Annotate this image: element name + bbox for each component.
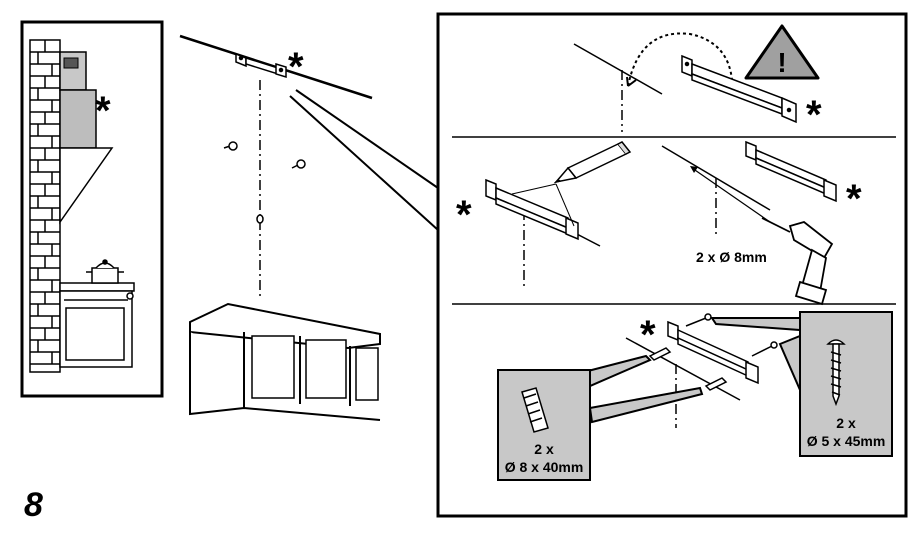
plug-size-label: Ø 8 x 40mm xyxy=(505,459,584,475)
screw-lower xyxy=(751,341,778,357)
wall-screw-right xyxy=(291,159,306,169)
zoom-line-upper xyxy=(295,89,439,189)
bracket-right xyxy=(745,140,837,203)
zoom-line-lower xyxy=(289,95,439,231)
plug-count-label: 2 x xyxy=(534,441,554,457)
wall-plug-lower xyxy=(704,377,728,391)
placement-arc xyxy=(627,32,733,87)
plug-callout: 2 x Ø 8 x 40mm xyxy=(497,354,704,481)
detail-panel: * ! * xyxy=(436,12,908,518)
wall-bracket xyxy=(235,52,287,79)
vent-grille xyxy=(63,57,79,69)
bracket-fix xyxy=(667,320,759,385)
step-number: 8 xyxy=(24,486,43,524)
brick-wall xyxy=(29,39,61,373)
wall-plug-icon xyxy=(521,387,549,433)
wall-cabinet xyxy=(189,302,381,421)
pencil-icon xyxy=(553,141,632,184)
bracket-left xyxy=(485,178,579,241)
bracket-right-asterisk: * xyxy=(846,177,862,221)
bracket-top xyxy=(681,54,797,124)
wall-screw-left xyxy=(223,141,238,151)
stove xyxy=(59,259,135,368)
wall-plug-upper xyxy=(648,347,672,361)
screw-size-label: Ø 5 x 45mm xyxy=(807,433,886,449)
overview-panel: * xyxy=(20,20,164,398)
warning-mark: ! xyxy=(777,47,786,78)
bracket-top-asterisk: * xyxy=(806,93,822,137)
warning-triangle-icon: ! xyxy=(744,24,820,80)
hood-canopy xyxy=(59,147,114,225)
wall-view: * xyxy=(179,34,439,421)
bracket-left-asterisk: * xyxy=(456,193,472,237)
screw-icon xyxy=(826,339,846,407)
section-mark-drill: * * xyxy=(456,140,862,306)
chimney-lower xyxy=(59,89,97,149)
drill-icon xyxy=(761,217,834,306)
screw-count-label: 2 x xyxy=(836,415,856,431)
screw-callout: 2 x Ø 5 x 45mm xyxy=(710,311,893,457)
drill-mark xyxy=(256,214,264,224)
section-fix: * xyxy=(497,311,893,481)
drill-size-label: 2 x Ø 8mm xyxy=(696,249,767,265)
section-position: * ! xyxy=(573,24,822,137)
bracket-fix-asterisk: * xyxy=(640,313,656,357)
wall-asterisk: * xyxy=(288,45,304,89)
overview-asterisk: * xyxy=(95,89,111,133)
